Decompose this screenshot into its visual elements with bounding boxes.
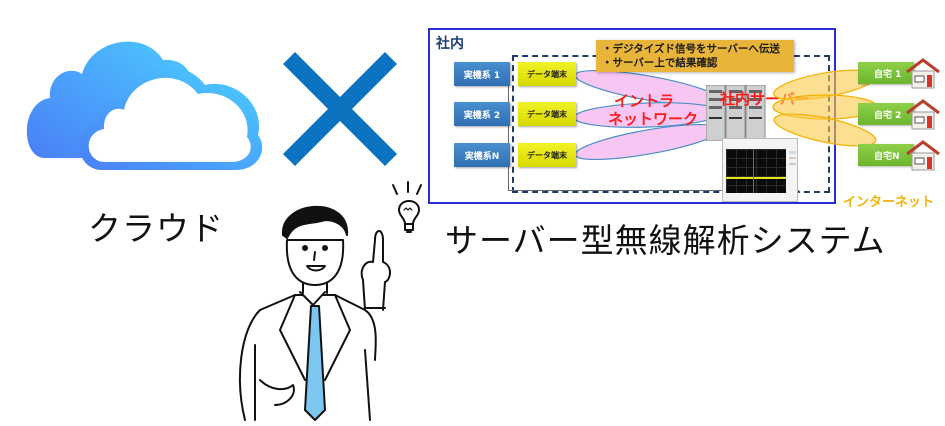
home-n: 自宅N [858, 144, 914, 166]
presenter-illustration [225, 180, 425, 422]
intranet-label: イントラ ネットワーク [608, 92, 699, 128]
home-2: 自宅 2 [858, 103, 914, 125]
home-1: 自宅 1 [858, 62, 914, 84]
data-terminal-1: データ端末 [518, 62, 576, 86]
process-note: ・デジタイズド信号をサーバーへ伝送 ・サーバー上で結果確認 [596, 40, 794, 72]
house-icon-1 [906, 58, 940, 89]
cloud-icon [20, 30, 280, 180]
zone-label: 社内 [436, 36, 464, 52]
server-rack-icon [706, 85, 766, 141]
system-title: サーバー型無線解析システム [445, 221, 886, 260]
internet-label: インターネット [843, 195, 935, 210]
machine-1: 実機系 1 [454, 62, 510, 86]
lightbulb-icon [392, 181, 422, 233]
data-terminal-2: データ端末 [518, 102, 576, 126]
connector-line [508, 72, 799, 191]
house-icon-n [906, 140, 940, 171]
data-terminal-n: データ端末 [518, 143, 576, 167]
house-icon-2 [906, 99, 940, 130]
machine-n: 実機系N [454, 143, 510, 167]
system-diagram-frame: 社内 実機系 1 実機系 2 実機系N データ端末 データ端末 データ端末 ・デ… [428, 28, 836, 204]
cloud-label: クラウド [88, 209, 224, 248]
machine-2: 実機系 2 [454, 102, 510, 126]
internet-links [772, 69, 878, 147]
spectrum-screenshot [722, 138, 798, 202]
cross-icon [283, 52, 398, 167]
